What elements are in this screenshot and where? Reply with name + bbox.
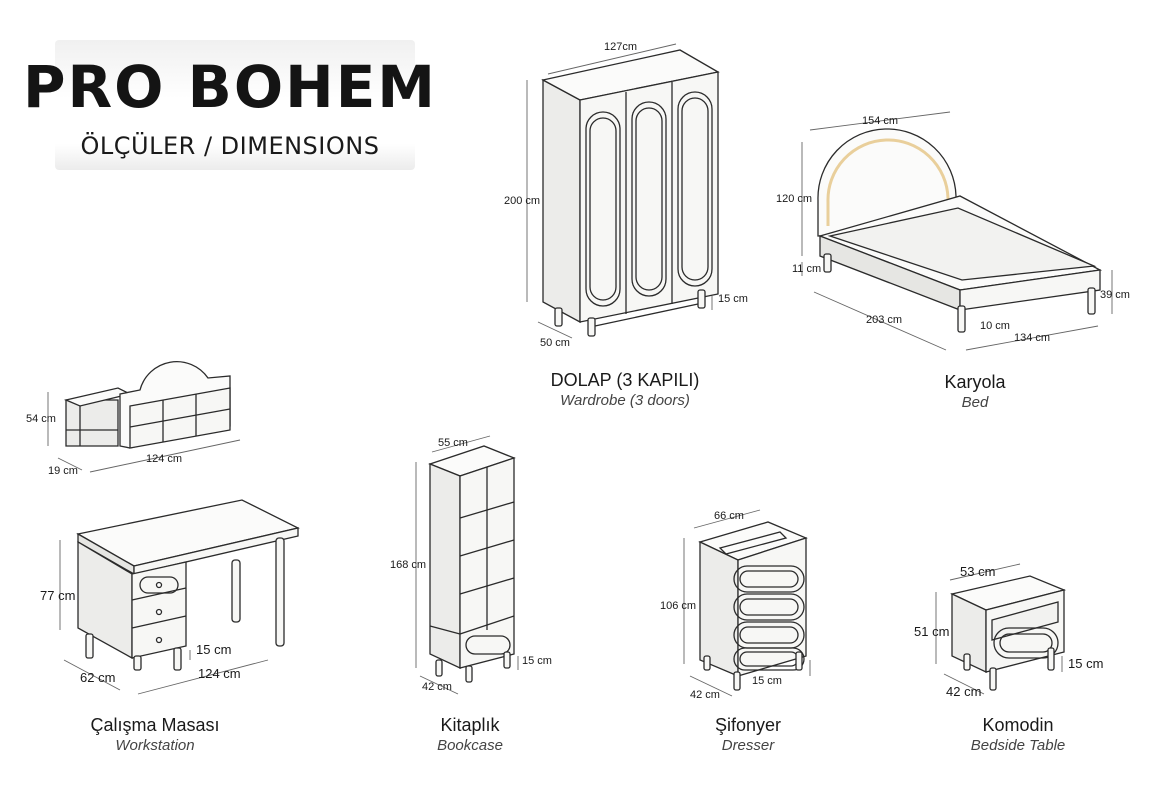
dresser-drawing [698, 521, 808, 691]
workstation-title-en: Workstation [115, 737, 195, 754]
bed-title-en: Bed [961, 394, 989, 411]
wardrobe-width-label: 127cm [604, 41, 637, 53]
wardrobe-drawing [541, 49, 720, 337]
bookcase-drawing [428, 445, 516, 683]
bedside-height-label: 51 cm [914, 624, 949, 639]
bed-drawing [817, 128, 1103, 333]
dresser-title-tr: Şifonyer [714, 715, 782, 735]
bed-caption: Karyola Bed [900, 371, 1050, 413]
brand-title: PRO BOHEM [22, 53, 438, 121]
bookcase-height-label: 168 cm [390, 559, 426, 571]
workstation-width-label: 124 cm [198, 666, 241, 681]
wall-shelf-width-label: 124 cm [146, 453, 182, 465]
workstation-leg-label: 15 cm [196, 642, 231, 657]
wall-shelf-depth-label: 19 cm [48, 465, 78, 477]
dimension-labels: 127cm 200 cm 50 cm 15 cm 154 cm 120 cm 1… [26, 41, 1130, 701]
bed-length-label: 203 cm [866, 314, 902, 326]
workstation-drawing [76, 499, 300, 671]
wardrobe-title-en: Wardrobe (3 doors) [560, 392, 690, 409]
bed-leg-height-label: 11 cm [792, 263, 821, 275]
bedside-table-drawing [950, 575, 1067, 691]
bed-headboard-height-label: 120 cm [776, 193, 812, 205]
bed-foot-leg-label: 10 cm [980, 320, 1010, 332]
bedside-leg-label: 15 cm [1068, 656, 1103, 671]
page-subtitle: ÖLÇÜLER / DIMENSIONS [80, 132, 380, 160]
bookcase-leg-label: 15 cm [522, 655, 552, 667]
bedside-depth-label: 42 cm [946, 684, 981, 699]
bed-title-tr: Karyola [944, 372, 1006, 392]
dresser-leg-label: 15 cm [752, 675, 782, 687]
wardrobe-title-tr: DOLAP (3 KAPILI) [550, 370, 700, 390]
wardrobe-height-label: 200 cm [504, 195, 540, 207]
dresser-width-label: 66 cm [714, 510, 744, 522]
bedside-caption: Komodin Bedside Table [948, 714, 1088, 756]
bedside-width-label: 53 cm [960, 564, 995, 579]
bookcase-caption: Kitaplık Bookcase [410, 714, 530, 756]
wardrobe-caption: DOLAP (3 KAPILI) Wardrobe (3 doors) [525, 369, 725, 411]
wardrobe-leg-label: 15 cm [718, 293, 748, 305]
bedside-title-en: Bedside Table [970, 737, 1066, 754]
bookcase-title-tr: Kitaplık [440, 715, 500, 735]
wardrobe-depth-label: 50 cm [540, 337, 570, 349]
wall-shelf-height-label: 54 cm [26, 413, 56, 425]
bed-frame-height-label: 39 cm [1100, 289, 1130, 301]
dresser-title-en: Dresser [721, 737, 775, 754]
bookcase-title-en: Bookcase [437, 737, 503, 754]
workstation-depth-label: 62 cm [80, 670, 115, 685]
workstation-height-label: 77 cm [40, 588, 75, 603]
dresser-depth-label: 42 cm [690, 689, 720, 701]
wall-shelf-drawing [63, 360, 231, 449]
workstation-title-tr: Çalışma Masası [90, 715, 220, 735]
bed-width-label: 154 cm [862, 115, 898, 127]
header-backdrop [55, 40, 415, 170]
dresser-caption: Şifonyer Dresser [688, 714, 808, 756]
bedside-title-tr: Komodin [982, 715, 1054, 735]
dresser-height-label: 106 cm [660, 600, 696, 612]
bookcase-width-label: 55 cm [438, 437, 468, 449]
bookcase-depth-label: 42 cm [422, 681, 452, 693]
bed-frame-width-label: 134 cm [1014, 332, 1050, 344]
workstation-caption: Çalışma Masası Workstation [80, 714, 230, 756]
